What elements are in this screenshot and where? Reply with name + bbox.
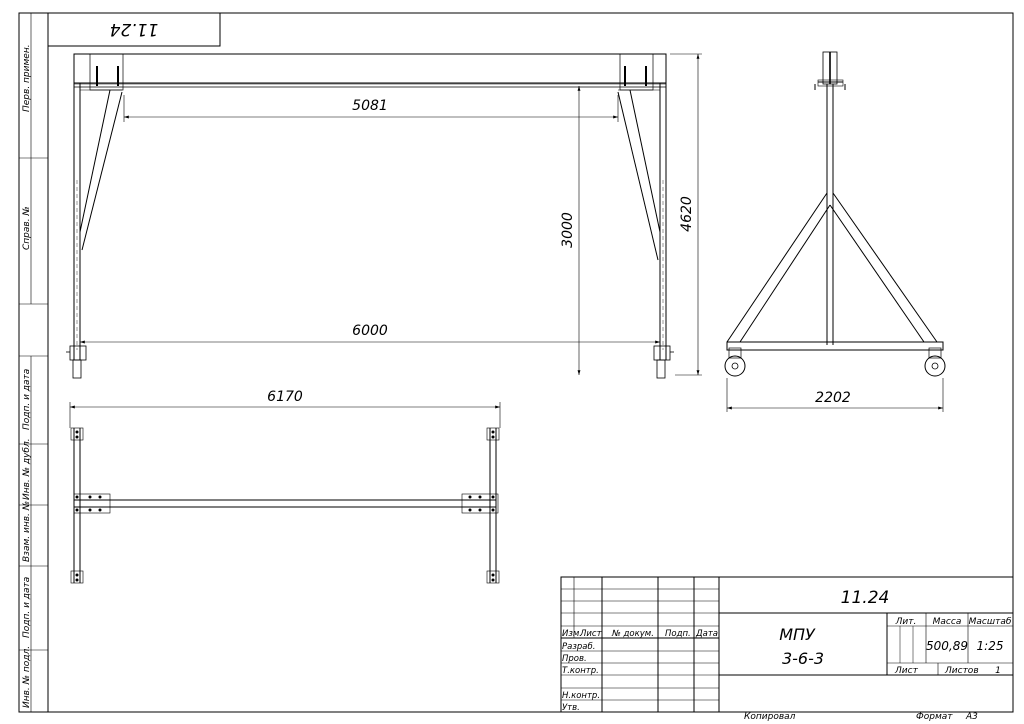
- side-label-perv: Перв. примен.: [22, 44, 32, 112]
- row-razrab: Разраб.: [562, 642, 595, 652]
- dim-height-total: 4620: [679, 196, 695, 232]
- front-dimensions: [80, 53, 702, 376]
- side-label-podl: Инв. № подл.: [22, 646, 32, 708]
- title-block-grid: [560, 576, 1014, 713]
- front-view: [66, 53, 674, 379]
- col-list: Лист: [579, 629, 603, 639]
- side-dimensions: [726, 378, 944, 412]
- col-data: Дата: [695, 629, 718, 639]
- dim-height-beam: 3000: [560, 212, 576, 248]
- scale-label: Масштаб: [969, 617, 1012, 627]
- dim-wheelbase: 6000: [352, 323, 388, 339]
- col-docnum: № докум.: [611, 629, 654, 639]
- row-prov: Пров.: [562, 654, 587, 664]
- top-view-bolts: [75, 430, 495, 582]
- dim-span-inner: 5081: [352, 98, 388, 114]
- top-dimensions: [69, 402, 501, 428]
- side-label-sprav: Справ. №: [22, 206, 32, 250]
- title-name-line1: МПУ: [779, 625, 816, 644]
- row-tkontr: Т.контр.: [562, 666, 599, 676]
- side-label-vzam: Взам. инв. №: [22, 501, 32, 562]
- row-utv: Утв.: [562, 703, 580, 713]
- side-view: [724, 51, 946, 377]
- mass-value: 500,89: [926, 639, 968, 653]
- col-izm: Изм.: [562, 629, 582, 639]
- col-podp: Подп.: [665, 629, 691, 639]
- side-label-podp1: Подп. и дата: [22, 369, 32, 430]
- dim-base-width: 2202: [815, 390, 851, 406]
- scale-value: 1:25: [977, 639, 1004, 653]
- sheet-label: Лист: [894, 666, 919, 676]
- row-nkontr: Н.контр.: [562, 691, 600, 701]
- sheets-label: Листов: [944, 666, 979, 676]
- top-stamp-text: 11.24: [110, 19, 159, 39]
- side-labels: Перв. примен. Справ. № Подп. и дата Инв.…: [22, 44, 32, 708]
- footer-format: Формат: [916, 712, 953, 722]
- sheets-value: 1: [995, 666, 1001, 676]
- dim-top-length: 6170: [267, 389, 303, 405]
- side-label-podp2: Подп. и дата: [22, 577, 32, 638]
- top-view: [70, 427, 500, 584]
- lit-label: Лит.: [895, 617, 917, 627]
- top-stamp-box: [47, 12, 221, 47]
- mass-label: Масса: [933, 617, 962, 627]
- title-designation: 11.24: [841, 588, 890, 608]
- side-label-dubl: Инв. № дубл.: [22, 438, 32, 500]
- footer-format-value: А3: [966, 712, 978, 722]
- footer-copied: Копировал: [744, 712, 796, 722]
- title-name-line2: 3-6-3: [782, 649, 824, 668]
